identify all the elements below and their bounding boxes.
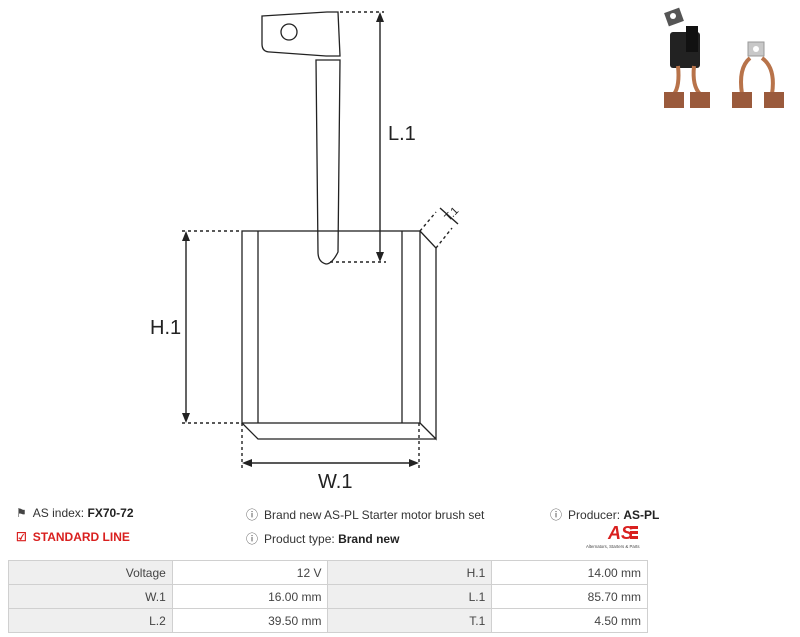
label-w1: W.1 [318, 471, 352, 493]
as-index: ⚑ AS index: FX70-72 [16, 506, 134, 520]
table-row: L.2 39.50 mm T.1 4.50 mm [8, 608, 648, 633]
info-icon: ⓘ [246, 508, 259, 522]
brush-body [241, 230, 421, 424]
label-t1: T.1 [442, 205, 461, 224]
spec-label: L.1 [327, 584, 493, 609]
spec-value: 39.50 mm [171, 608, 329, 633]
product-type-value: Brand new [338, 531, 400, 546]
terminal-hole [280, 23, 298, 41]
brush-technical-drawing: L.1 H.1 W.1 T.1 [150, 11, 461, 493]
brush-wire [315, 59, 341, 265]
producer-value: AS-PL [623, 507, 660, 522]
spec-value: 85.70 mm [491, 584, 648, 609]
spec-value: 14.00 mm [491, 560, 648, 585]
info-icon: ⓘ [550, 508, 563, 522]
as-index-value: FX70-72 [87, 506, 134, 520]
svg-text:Alternators, Starters & Parts: Alternators, Starters & Parts [586, 544, 640, 549]
spec-label: L.2 [8, 608, 173, 633]
info-icon: ⓘ [246, 532, 259, 546]
spec-label: T.1 [327, 608, 493, 633]
spec-value: 16.00 mm [171, 584, 329, 609]
product-description: ⓘ Brand new AS-PL Starter motor brush se… [246, 507, 485, 523]
product-type: ⓘ Product type: Brand new [246, 531, 400, 547]
spec-label: H.1 [327, 560, 493, 585]
terminal-tab [261, 11, 341, 57]
svg-text:AS: AS [607, 523, 633, 543]
table-row: Voltage 12 V H.1 14.00 mm [8, 560, 648, 585]
label-h1: H.1 [150, 317, 181, 339]
spec-label: W.1 [8, 584, 173, 609]
label-l1: L.1 [388, 123, 416, 145]
check-square-icon: ☑ [16, 530, 27, 544]
spec-value: 4.50 mm [491, 608, 648, 633]
spec-value: 12 V [171, 560, 329, 585]
as-pl-logo: AS Alternators, Starters & Parts [586, 523, 640, 549]
product-photo[interactable] [660, 6, 796, 112]
table-row: W.1 16.00 mm L.1 85.70 mm [8, 584, 648, 609]
standard-line: ☑ STANDARD LINE [16, 530, 130, 544]
tag-icon: ⚑ [16, 506, 27, 520]
spec-label: Voltage [8, 560, 173, 585]
specs-table: Voltage 12 V H.1 14.00 mm W.1 16.00 mm L… [8, 560, 648, 633]
producer: ⓘ Producer: AS-PL [550, 507, 660, 523]
